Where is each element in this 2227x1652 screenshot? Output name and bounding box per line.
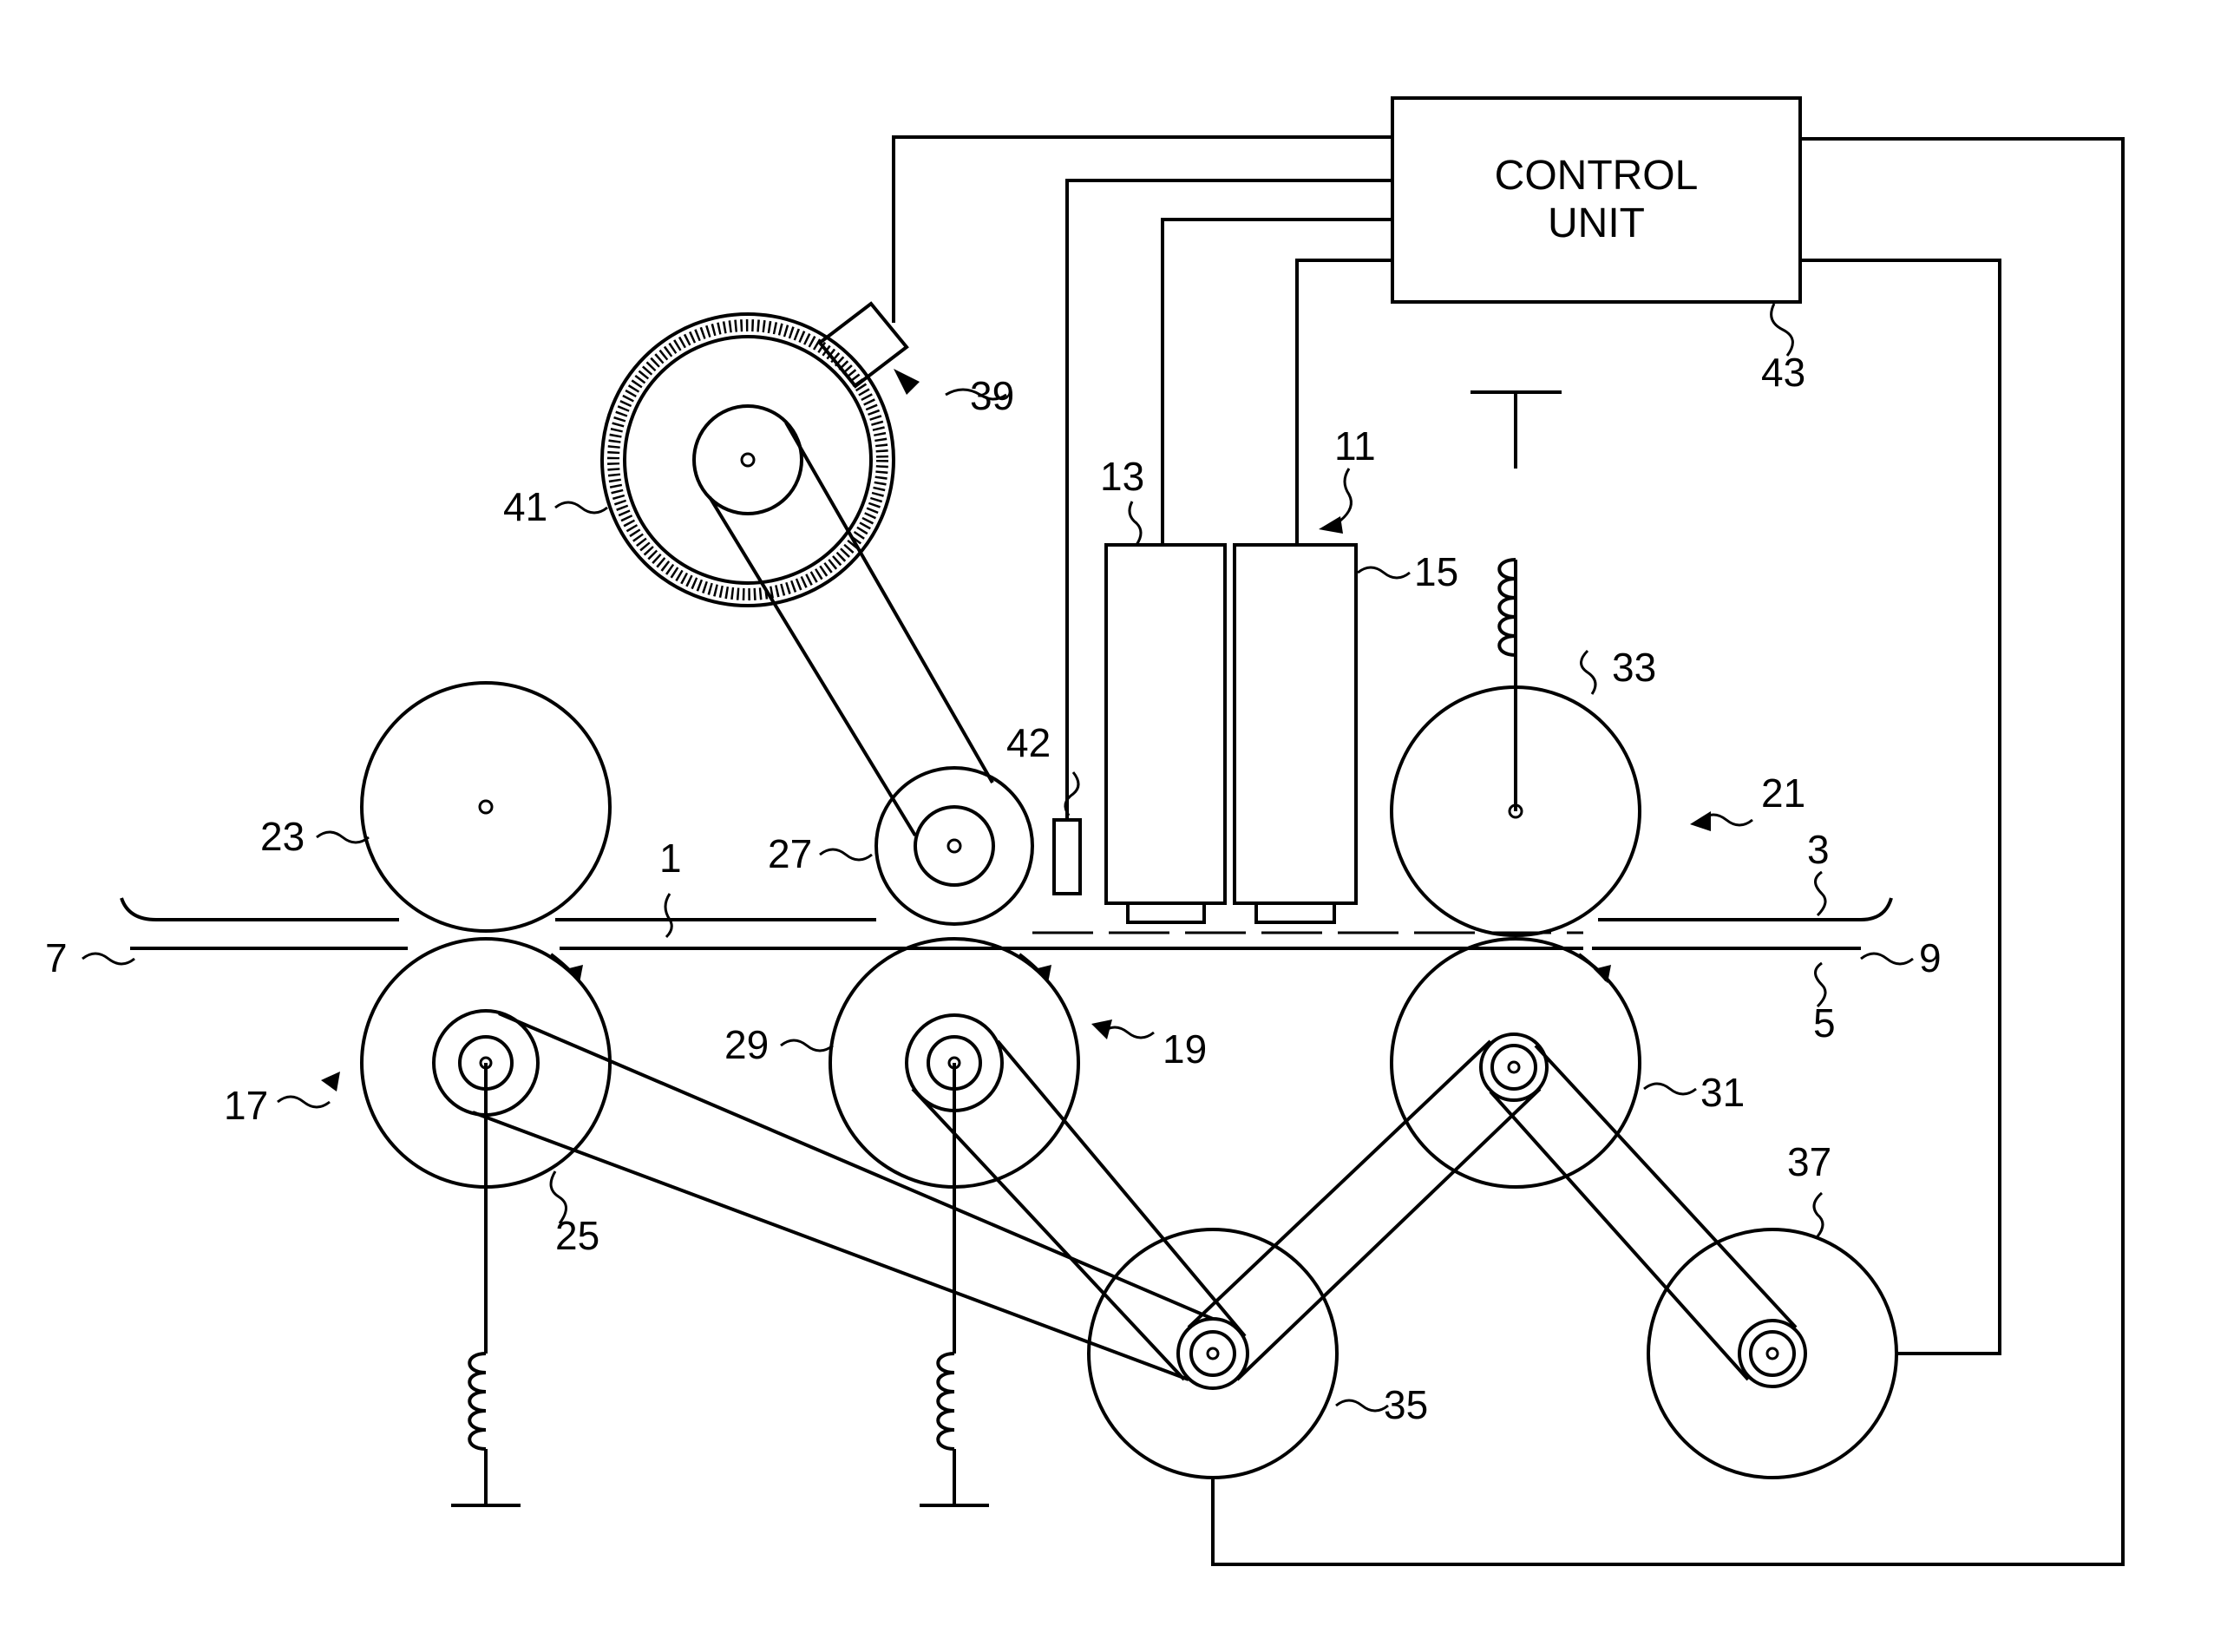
control-unit: CONTROL UNIT [1392, 98, 1800, 302]
label-39: 39 [970, 373, 1014, 418]
label-33: 33 [1612, 645, 1656, 690]
label-19: 19 [1163, 1026, 1207, 1072]
label-27: 27 [768, 831, 812, 876]
roller-27 [876, 768, 1032, 924]
label-25: 25 [555, 1213, 599, 1258]
label-13: 13 [1100, 454, 1144, 499]
control-unit-label-line2: UNIT [1548, 200, 1645, 246]
wiring [894, 137, 2123, 1564]
drive-belts [473, 1013, 1796, 1380]
motor-35 [1089, 1229, 1337, 1478]
label-31: 31 [1700, 1070, 1745, 1115]
label-41: 41 [503, 484, 547, 529]
roller-33 [1392, 392, 1640, 935]
label-3: 3 [1807, 827, 1830, 872]
label-37: 37 [1787, 1139, 1831, 1184]
motor-37 [1648, 1229, 1896, 1478]
roller-23 [362, 683, 610, 931]
label-35: 35 [1384, 1382, 1428, 1427]
reference-labels: 43 39 41 13 11 15 33 21 42 27 23 [45, 304, 1942, 1427]
label-43: 43 [1761, 350, 1805, 395]
roller-31 [1392, 939, 1640, 1187]
label-5: 5 [1813, 1000, 1836, 1046]
label-9: 9 [1919, 935, 1942, 980]
label-11: 11 [1334, 423, 1376, 469]
sensor-42 [1054, 820, 1080, 894]
label-7: 7 [45, 935, 68, 980]
encoder-belt [710, 423, 992, 836]
control-unit-label-line1: CONTROL [1495, 153, 1699, 199]
print-head-15 [1235, 545, 1356, 922]
label-42: 42 [1006, 720, 1051, 765]
label-23: 23 [260, 814, 305, 859]
label-29: 29 [724, 1022, 769, 1067]
label-17: 17 [224, 1083, 268, 1128]
label-1: 1 [659, 836, 682, 881]
label-21: 21 [1761, 770, 1805, 816]
spring-17 [451, 1063, 521, 1505]
label-15: 15 [1414, 549, 1458, 594]
print-head-13 [1106, 545, 1225, 922]
